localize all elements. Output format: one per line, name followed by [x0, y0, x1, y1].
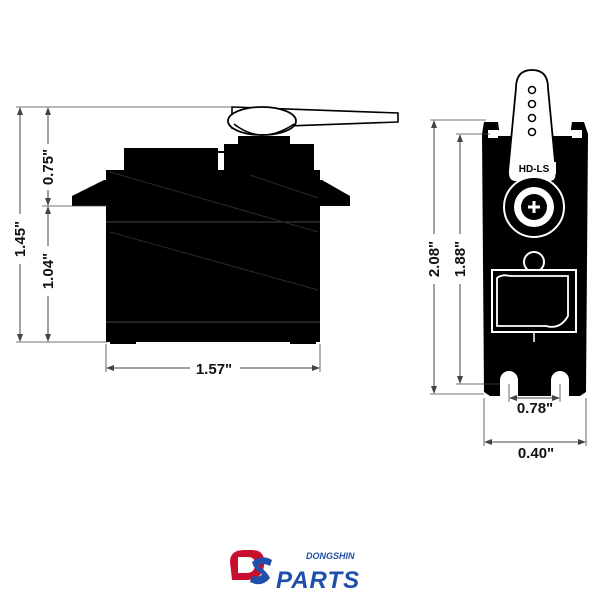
body-height-label: 1.04"	[40, 253, 57, 289]
case-window	[491, 269, 577, 333]
horn-hole-2	[527, 99, 537, 109]
horn-hole-3	[527, 113, 537, 123]
left-mounting-ear	[72, 180, 108, 206]
servo-main-body	[106, 170, 320, 342]
horn-hole-1	[527, 85, 537, 95]
output-spline	[238, 136, 290, 144]
body-width-label: 1.57"	[196, 361, 232, 378]
servo-gear-housing	[224, 144, 314, 170]
logo-product-text: PARTS	[276, 567, 360, 594]
servo-horn-hub	[227, 106, 297, 136]
body-depth-label: 0.40"	[518, 445, 554, 462]
mount-width-label: 0.78"	[517, 400, 553, 417]
total-height-label: 1.45"	[12, 221, 29, 257]
bottom-foot-right	[290, 334, 316, 344]
front-view: HD-LS	[422, 69, 588, 462]
side-view: 1.45" 0.75" 1.04" 1.57"	[8, 106, 399, 378]
upper-height-label: 0.75"	[40, 149, 57, 185]
front-servo-horn	[507, 69, 558, 183]
right-mounting-ear	[318, 180, 350, 206]
logo-brand-text: DONGSHIN	[306, 551, 355, 561]
servo-top-cap	[124, 148, 218, 170]
bottom-foot-left	[110, 334, 136, 344]
dongshin-parts-logo: DONGSHIN PARTS	[230, 550, 360, 594]
overall-length-label: 2.08"	[426, 241, 443, 277]
ds-logo-icon	[230, 550, 272, 585]
model-label: HD-LS	[519, 164, 550, 175]
mount-length-label: 1.88"	[452, 241, 469, 277]
horn-hole-4	[527, 127, 537, 137]
